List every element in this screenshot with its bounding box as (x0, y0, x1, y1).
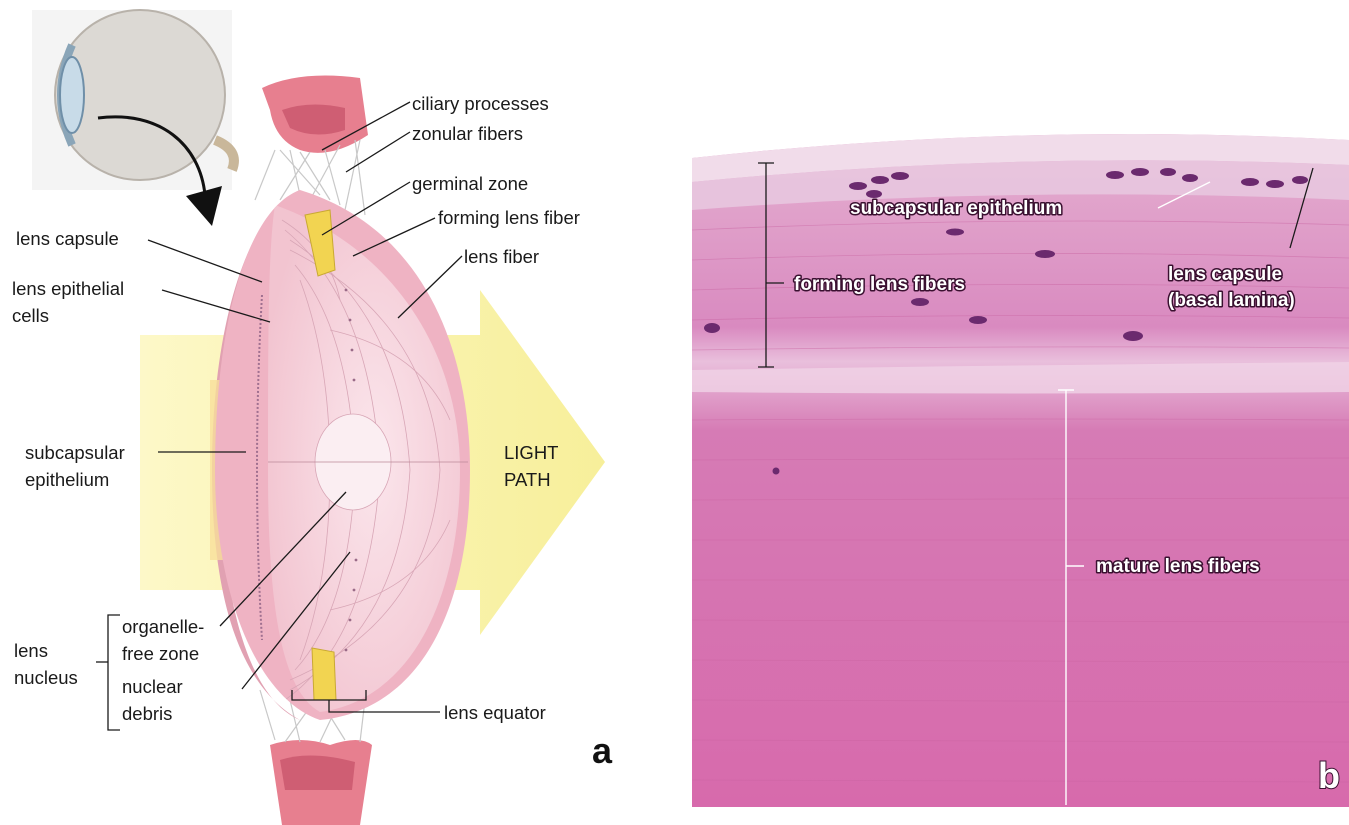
label-subcapsular-epithelium: subcapsular epithelium (850, 198, 1062, 219)
eye-illustration (32, 10, 234, 190)
label-lens-epithelial-1: lens epithelial (12, 278, 124, 299)
label-lens-epithelial-2: cells (12, 305, 49, 326)
panel-b-letter: b (1318, 755, 1340, 796)
label-forming-lens-fibers: forming lens fibers (794, 274, 965, 295)
label-lens-nucleus-2: nucleus (14, 667, 78, 688)
label-nuclear-2: debris (122, 703, 172, 724)
label-subcapsular-1: subcapsular (25, 442, 125, 463)
label-lens-nucleus-1: lens (14, 640, 48, 661)
label-lens-equator: lens equator (444, 702, 546, 723)
label-light-1: LIGHT (504, 442, 558, 463)
label-subcapsular-2: epithelium (25, 469, 109, 490)
label-nuclear-1: nuclear (122, 676, 183, 697)
label-lens-capsule-b-2: (basal lamina) (1168, 290, 1295, 311)
label-organelle-2: free zone (122, 643, 199, 664)
label-mature-lens-fibers: mature lens fibers (1096, 556, 1260, 577)
label-forming-lens-fiber: forming lens fiber (438, 207, 580, 228)
label-lens-fiber: lens fiber (464, 246, 539, 267)
label-zonular-fibers: zonular fibers (412, 123, 523, 144)
label-lens-capsule-b-1: lens capsule (1168, 264, 1282, 285)
germinal-zone-bottom (312, 648, 336, 700)
label-organelle-1: organelle- (122, 616, 204, 637)
label-light-2: PATH (504, 469, 551, 490)
panel-b-micrograph: subcapsular epithelium forming lens fibe… (692, 120, 1349, 810)
label-ciliary-processes: ciliary processes (412, 93, 549, 114)
label-germinal-zone: germinal zone (412, 173, 528, 194)
panel-a-letter: a (592, 730, 613, 771)
label-lens-capsule: lens capsule (16, 228, 119, 249)
panel-a-illustration: ciliary processes zonular fibers germina… (12, 10, 613, 825)
lens (210, 190, 470, 720)
